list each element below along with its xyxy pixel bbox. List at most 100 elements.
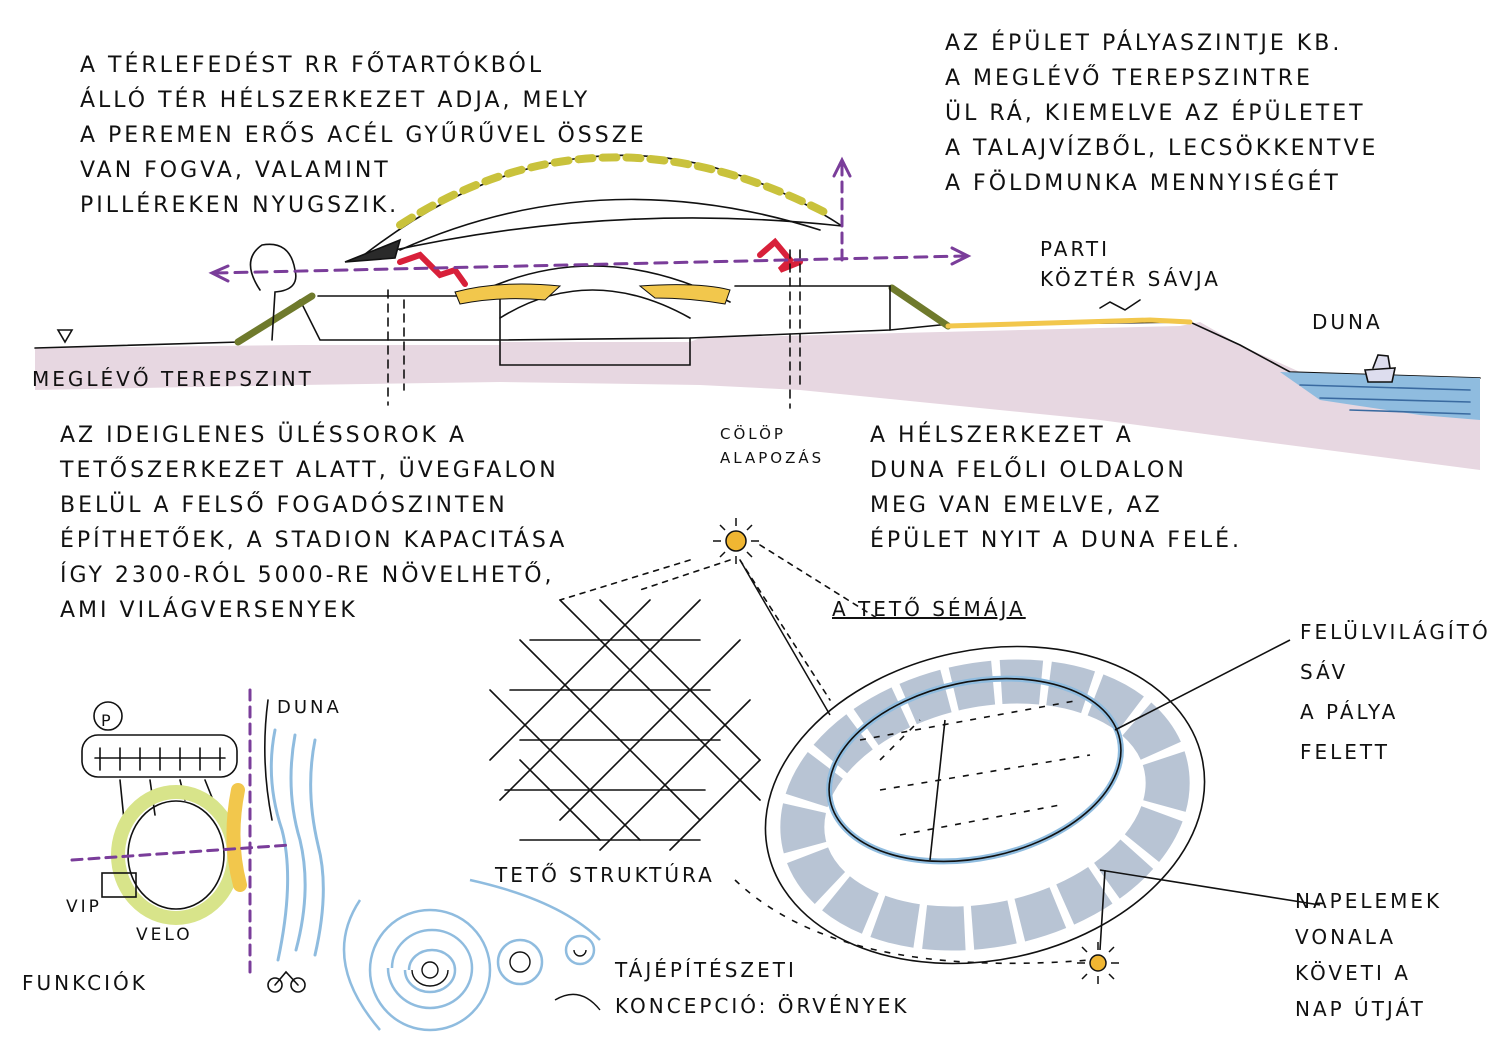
red-accent-left xyxy=(397,251,468,287)
label-duna-plan: Duna xyxy=(277,697,342,718)
note-line: így 2300-ról 5000-re növelhető, xyxy=(60,563,555,588)
vertical-axis-arrow xyxy=(832,156,852,178)
note-line: ül rá, kiemelve az épületet xyxy=(945,101,1366,126)
note-line: A térlefedést rr főtartókból xyxy=(80,53,545,78)
parking-stalls xyxy=(94,747,226,771)
note-line: építhetőek, a stadion kapacitása xyxy=(60,528,568,553)
section-axis-arrows xyxy=(208,246,972,283)
inner-oval-line xyxy=(828,677,1122,863)
kb-mark xyxy=(1099,299,1141,311)
note-line: álló tér hélszerkezet adja, mely xyxy=(80,88,591,113)
roof-inner-line xyxy=(399,198,821,251)
lower-pit xyxy=(499,337,691,366)
note-line: belül a felső fogadószinten xyxy=(60,493,508,518)
solar-ring xyxy=(780,659,1190,951)
label-kozter: köztér sávja xyxy=(1040,267,1221,291)
note-line: A hélszerkezet a xyxy=(870,423,1134,448)
sun-top xyxy=(713,518,831,716)
note-temporary-seating: Az ideiglenes üléssorok a tetőszerkezet … xyxy=(60,418,567,628)
roof-left-tip xyxy=(344,238,402,263)
note-line: pilléreken nyugszik. xyxy=(80,193,400,218)
vip-box xyxy=(101,872,137,898)
ground-mass xyxy=(35,322,1480,470)
horizontal-axis-plan xyxy=(70,843,292,862)
note-line: Az épület pályaszintje kb. xyxy=(945,31,1343,56)
note-line: tetőszerkezet alatt, üvegfalon xyxy=(60,458,559,483)
level-mark xyxy=(56,329,74,344)
leader-sun xyxy=(1099,869,1106,951)
note-solar: Napelemek vonala követi a nap útját xyxy=(1295,883,1442,1027)
left-platform xyxy=(317,295,501,341)
outer-oval xyxy=(764,645,1206,965)
note-line: meg van emelve, az xyxy=(870,493,1163,518)
label-parti-kozter: Parti köztér sávja xyxy=(1040,234,1221,294)
plaza-strip xyxy=(945,317,1193,329)
label-landscape-concept: Tájépítészeti koncepció: örvények xyxy=(615,952,910,1024)
bike-icon xyxy=(267,970,306,993)
label-vip: VIP xyxy=(66,897,102,917)
roof-edge-accent xyxy=(396,153,834,229)
parking-label: P xyxy=(101,711,111,730)
sun-bottom xyxy=(1077,942,1119,984)
label-duna-section: Duna xyxy=(1312,310,1383,334)
note-line: Duna felőli oldalon xyxy=(870,458,1187,483)
label-roof-scheme: A tető sémája xyxy=(832,597,1026,621)
landscape-vortices-ink xyxy=(411,949,601,1011)
landscape-vortices xyxy=(342,878,601,1032)
label-pile-foundation: Cölöp alapozás xyxy=(720,422,824,470)
tree xyxy=(249,243,297,341)
duna-waves xyxy=(269,728,325,962)
note-line: felett xyxy=(1300,740,1391,764)
plaza-yellow-band xyxy=(226,783,247,892)
functions-diagram xyxy=(70,688,325,993)
water-body xyxy=(1280,372,1480,420)
label-roof-structure: Tető struktúra xyxy=(495,863,715,887)
label-tajep-1: Tájépítészeti xyxy=(615,958,797,982)
parking-circle xyxy=(93,701,123,731)
note-line: van fogva, valamint xyxy=(80,158,391,183)
right-slope xyxy=(888,284,952,330)
label-functions: Funkciók xyxy=(22,971,148,995)
note-line: a peremen erős acél gyűrűvel össze xyxy=(80,123,647,148)
note-line: követi a xyxy=(1295,961,1411,985)
label-alapozas: alapozás xyxy=(720,449,825,467)
note-line: a földmunka mennyiségét xyxy=(945,171,1341,196)
note-line: a talajvízből, lecsökkentve xyxy=(945,136,1379,161)
section-axis xyxy=(213,254,967,275)
label-velo: Velo xyxy=(136,925,193,945)
label-parti: Parti xyxy=(1040,237,1111,261)
note-line: vonala xyxy=(1295,925,1396,949)
water-lines xyxy=(1299,384,1471,415)
note-roof-structure: A térlefedést rr főtartókból álló tér hé… xyxy=(80,48,647,223)
right-platform xyxy=(734,285,891,331)
roof-structure-grid xyxy=(489,544,881,851)
boat xyxy=(1363,354,1397,383)
label-tajep-2: koncepció: örvények xyxy=(615,994,910,1018)
note-line: Felülvilágító sáv xyxy=(1300,620,1491,684)
note-skylight: Felülvilágító sáv a pálya felett xyxy=(1300,612,1491,772)
note-raised-structure: A hélszerkezet a Duna felőli oldalon meg… xyxy=(870,418,1242,558)
leader-solar xyxy=(1099,869,1321,906)
note-line: Napelemek xyxy=(1295,889,1443,913)
sun-path xyxy=(734,879,1091,965)
label-existing-ground: Meglévő terepszint xyxy=(32,367,314,391)
seating-right xyxy=(638,284,731,305)
note-line: épület nyit a Duna felé. xyxy=(870,528,1242,553)
pile-right xyxy=(789,249,801,409)
note-line: nap útját xyxy=(1295,997,1426,1021)
velo-ring xyxy=(111,785,241,925)
left-slope xyxy=(234,292,316,346)
roof-plan xyxy=(734,639,1321,965)
label-colop: Cölöp xyxy=(720,425,786,443)
seating-left xyxy=(454,283,562,305)
note-field-level: Az épület pályaszintje kb. a meglévő ter… xyxy=(945,26,1378,201)
note-line: Az ideiglenes üléssorok a xyxy=(60,423,468,448)
note-line: a pálya xyxy=(1300,700,1399,724)
leader-skylight xyxy=(1114,639,1291,731)
parking-lot xyxy=(81,734,238,778)
note-line: a meglévő terepszintre xyxy=(945,66,1313,91)
note-line: ami világversenyek xyxy=(60,598,358,623)
plan-axis xyxy=(929,719,946,861)
